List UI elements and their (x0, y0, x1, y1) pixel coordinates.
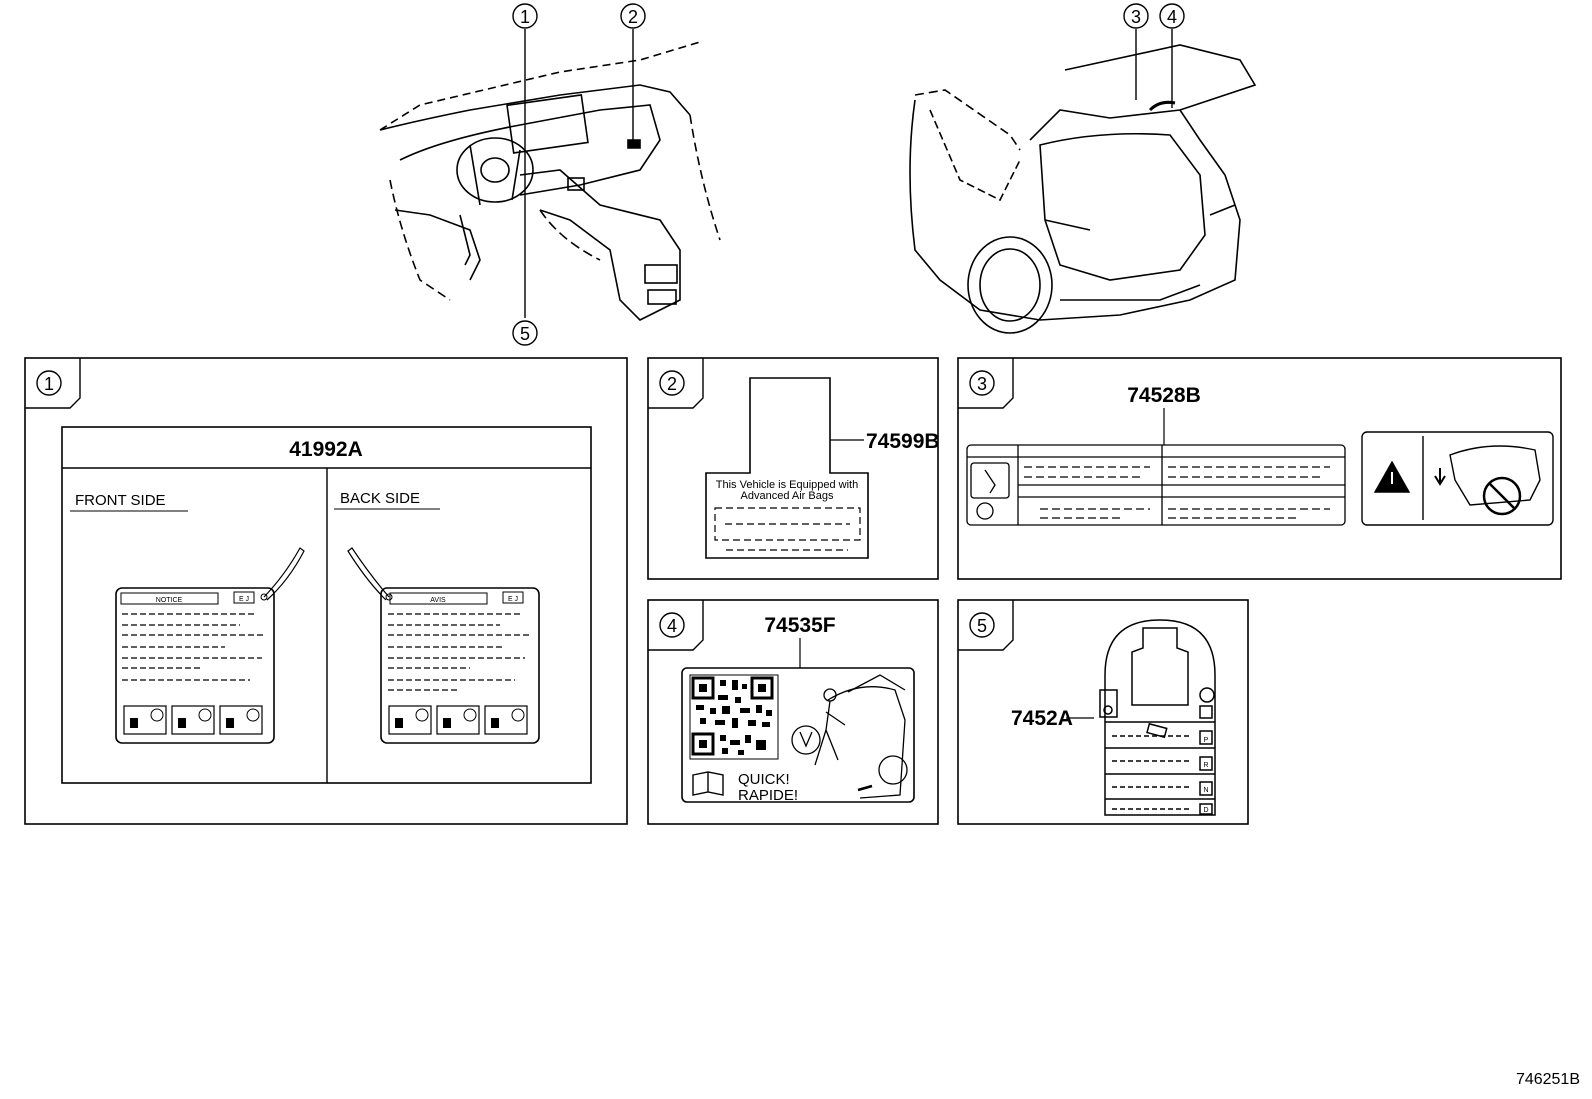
part-number-74528B: 74528B (1127, 384, 1201, 407)
gear-label-p: P (1204, 737, 1209, 744)
exterior-callout-leaders (1135, 29, 1173, 108)
panel-4-number: 4 (667, 616, 677, 636)
svg-text:2: 2 (628, 7, 638, 27)
airbag-label-line1: This Vehicle is Equipped with (716, 479, 858, 491)
svg-text:AVIS: AVIS (430, 597, 446, 604)
panel-2-number: 2 (667, 374, 677, 394)
panel-2: 2 74599B This Vehicle is Equipped with A… (647, 357, 940, 580)
warning-pictogram-label (1361, 431, 1554, 526)
exterior-rear-vehicle-illustration (909, 44, 1257, 334)
quick-guide-label: QUICK! RAPIDE! (681, 667, 915, 804)
svg-text:4: 4 (1167, 7, 1177, 27)
shift-lever-hang-tag (1099, 619, 1216, 816)
interior-callout-leaders (524, 29, 634, 318)
svg-text:3: 3 (1131, 7, 1141, 27)
gear-label-n: N (1203, 787, 1208, 794)
svg-text:NOTICE: NOTICE (156, 597, 183, 604)
panel-4: 4 74535F (647, 599, 939, 825)
front-hang-tag: NOTICE E J (115, 547, 305, 744)
panel-1-number: 1 (44, 374, 54, 394)
warning-label-bilingual (966, 444, 1346, 526)
svg-text:5: 5 (520, 324, 530, 344)
panel-3-number: 3 (977, 374, 987, 394)
callout-1: 1 (512, 3, 538, 29)
panel-3: 3 74528B (957, 357, 1562, 580)
part-number-74535F: 74535F (764, 614, 835, 637)
part-number-41992A: 41992A (289, 438, 363, 461)
interior-dashboard-illustration (379, 41, 721, 321)
rapide-text: RAPIDE! (738, 787, 798, 804)
back-side-label: BACK SIDE (340, 490, 420, 507)
callout-2: 2 (620, 3, 646, 29)
part-number-74599B: 74599B (866, 430, 940, 453)
panel-5-number: 5 (977, 616, 987, 636)
panel-5: 5 7452A P R N (957, 599, 1249, 825)
gear-label-r: R (1203, 762, 1208, 769)
diagram-reference-number: 746251B (1515, 1071, 1580, 1088)
manual-book-icon (692, 771, 724, 796)
qr-code-icon (689, 674, 779, 760)
svg-text:1: 1 (520, 7, 530, 27)
gear-label-d: D (1203, 807, 1208, 814)
panel-1: 1 41992A FRONT SIDE BACK SIDE NOTICE E J (24, 357, 628, 825)
callout-5: 5 (512, 320, 538, 346)
kick-sensor-illustration (791, 674, 908, 799)
part-number-7452A: 7452A (1011, 707, 1073, 730)
back-hang-tag: AVIS E J (347, 547, 540, 744)
callout-4: 4 (1159, 3, 1185, 29)
quick-text: QUICK! (738, 771, 790, 788)
airbag-label-line2: Advanced Air Bags (741, 490, 834, 502)
front-side-label: FRONT SIDE (75, 492, 166, 509)
svg-text:E J: E J (239, 596, 249, 603)
svg-text:E J: E J (508, 596, 518, 603)
callout-3: 3 (1123, 3, 1149, 29)
